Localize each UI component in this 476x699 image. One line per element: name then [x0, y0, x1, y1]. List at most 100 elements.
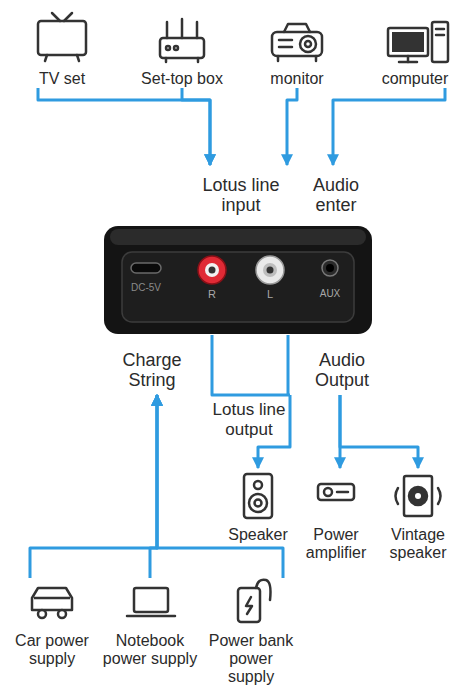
set-top-box-icon — [160, 19, 204, 62]
output-wires — [212, 335, 290, 395]
port-marking: DC-5V — [126, 282, 166, 294]
connector-arrow — [38, 88, 210, 165]
output-device: Vintage speaker — [383, 468, 453, 564]
set-top-box-icon — [166, 22, 169, 38]
vintage-speaker-icon — [438, 488, 441, 504]
connector-arrow — [339, 395, 342, 468]
set-top-box-icon — [196, 22, 199, 38]
computer-icon — [388, 22, 448, 62]
computer-icon — [436, 34, 444, 37]
car-icon — [34, 597, 70, 600]
tv-icon — [52, 13, 60, 21]
car-icon — [32, 588, 72, 610]
computer-icon — [436, 28, 444, 31]
vintage-speaker-icon — [415, 493, 421, 499]
port-group-label: Charge String — [112, 350, 192, 390]
projector-icon — [272, 32, 322, 56]
laptop-icon — [134, 588, 168, 612]
adapter-body — [131, 263, 161, 273]
output-device: Power amplifier — [300, 468, 372, 564]
adapter-body — [263, 263, 277, 277]
projector-icon — [300, 36, 316, 52]
vintage-speaker-icon — [409, 487, 427, 505]
vintage-speaker-icon — [396, 476, 441, 516]
port-marking: L — [260, 288, 280, 300]
projector-icon — [284, 24, 310, 32]
laptop-icon — [127, 615, 175, 618]
projector-icon — [315, 56, 318, 61]
power-bank-icon — [246, 597, 252, 614]
vintage-speaker-icon — [396, 488, 399, 504]
adapter-body — [256, 256, 284, 284]
connector-arrow — [340, 395, 418, 468]
adapter-body — [110, 229, 366, 245]
tv-icon — [38, 13, 86, 61]
connector-arrow — [150, 395, 157, 578]
device-label: Notebook power supply — [98, 632, 202, 668]
speaker-icon — [249, 494, 267, 512]
adapter-body — [267, 267, 274, 274]
set-top-box-icon — [166, 46, 170, 50]
amplifier-icon — [324, 488, 332, 496]
device-label: Power bank power supply — [205, 632, 297, 686]
computer-icon — [432, 22, 448, 62]
speaker-icon — [244, 474, 272, 518]
set-top-box-icon — [160, 38, 204, 58]
tv-icon — [45, 55, 47, 61]
device-label: TV set — [17, 70, 107, 88]
connector-arrow — [157, 395, 283, 578]
set-top-box-icon — [165, 58, 168, 62]
device-label: Set-top box — [137, 70, 227, 88]
tv-icon — [77, 55, 79, 61]
projector-icon — [272, 24, 322, 61]
vintage-speaker-icon — [404, 476, 432, 516]
connector-arrow — [30, 395, 157, 578]
output-wires — [212, 335, 290, 395]
car-icon — [32, 588, 72, 618]
connector-arrow — [333, 88, 445, 165]
amplifier-icon — [318, 484, 354, 500]
projector-icon — [305, 41, 311, 47]
device-label: Power amplifier — [300, 526, 372, 562]
source-device: monitor — [252, 8, 342, 88]
source-device: TV set — [17, 8, 107, 88]
speaker-icon — [254, 481, 262, 489]
computer-icon — [399, 61, 417, 64]
adapter-body — [122, 252, 354, 322]
adapter-body — [326, 264, 334, 272]
set-top-box-icon — [181, 19, 184, 38]
power-source: Notebook power supply — [98, 578, 202, 693]
car-icon — [58, 610, 66, 618]
port-group-label: Lotus line output — [210, 400, 288, 440]
tv-icon — [38, 21, 86, 55]
adapter-device: Lotus line inputAudio enterDC-5VRLAUXCha… — [100, 165, 375, 395]
adapter-body — [322, 260, 338, 276]
projector-icon — [277, 56, 280, 61]
port-group-label: Audio Output — [304, 350, 380, 390]
power-source: Power bank power supply — [205, 578, 297, 693]
amplifier-icon — [337, 491, 348, 494]
port-marking: R — [202, 288, 222, 300]
port-group-label: Lotus line input — [199, 175, 283, 215]
adapter-body — [104, 226, 372, 334]
output-wires — [287, 335, 290, 395]
computer-icon — [392, 32, 424, 52]
computer-icon — [407, 56, 410, 62]
power-bank-icon — [256, 580, 271, 600]
device-label: Vintage speaker — [383, 526, 453, 562]
device-label: Speaker — [225, 526, 291, 544]
projector-icon — [279, 46, 292, 49]
adapter-body — [198, 256, 226, 284]
connector-arrow — [258, 395, 290, 468]
device-label: monitor — [252, 70, 342, 88]
source-device: Set-top box — [137, 8, 227, 88]
laptop-icon — [127, 588, 175, 616]
tv-icon — [64, 13, 72, 21]
device-label: Car power supply — [10, 632, 94, 668]
amplifier-icon — [318, 484, 354, 500]
connector-arrow — [182, 88, 210, 165]
output-device: Speaker — [225, 468, 291, 544]
